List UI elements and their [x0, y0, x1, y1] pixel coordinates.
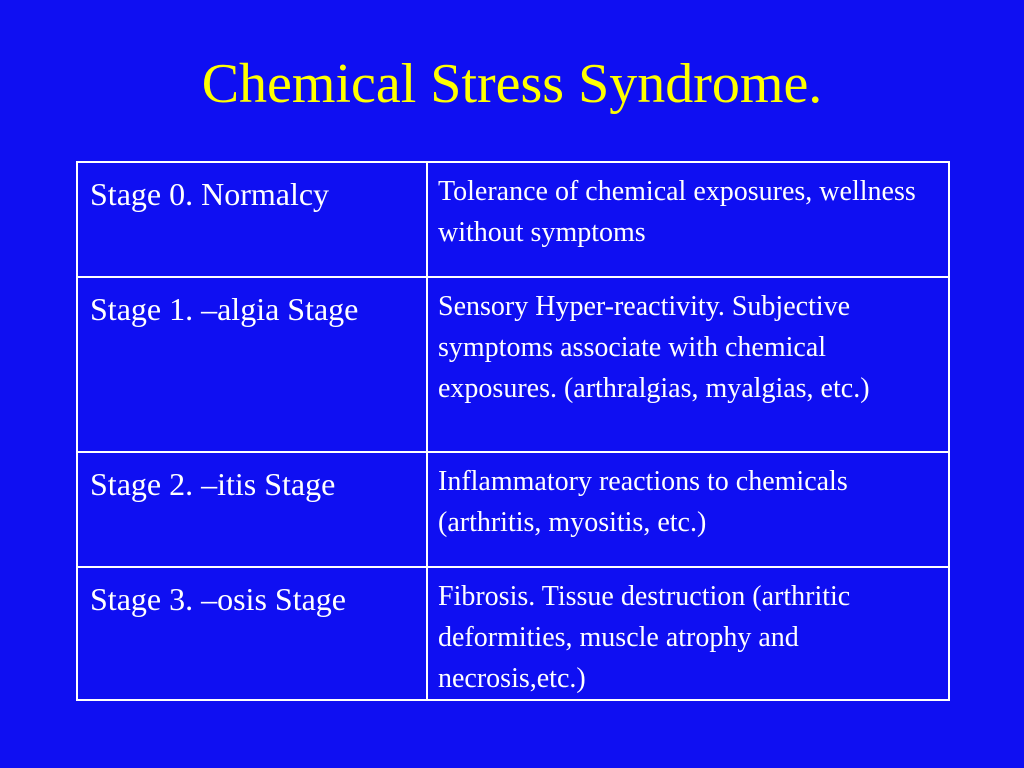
stage-description-cell: Inflammatory reactions to chemicals (art…	[426, 451, 950, 568]
stage-description-cell: Fibrosis. Tissue destruction (arthritic …	[426, 566, 950, 701]
stage-name-cell: Stage 3. –osis Stage	[76, 566, 428, 701]
stage-name-cell: Stage 0. Normalcy	[76, 161, 428, 278]
slide-title: Chemical Stress Syndrome.	[201, 53, 823, 115]
stage-description-cell: Tolerance of chemical exposures, wellnes…	[426, 161, 950, 278]
stage-name-cell: Stage 1. –algia Stage	[76, 276, 428, 453]
stage-name-cell: Stage 2. –itis Stage	[76, 451, 428, 568]
stage-description-cell: Sensory Hyper-reactivity. Subjective sym…	[426, 276, 950, 453]
table-row: Stage 0. Normalcy Tolerance of chemical …	[76, 161, 950, 278]
table-row: Stage 2. –itis Stage Inflammatory reacti…	[76, 451, 950, 568]
table-row: Stage 1. –algia Stage Sensory Hyper-reac…	[76, 276, 950, 453]
table-row: Stage 3. –osis Stage Fibrosis. Tissue de…	[76, 566, 950, 701]
stages-table: Stage 0. Normalcy Tolerance of chemical …	[76, 161, 950, 701]
